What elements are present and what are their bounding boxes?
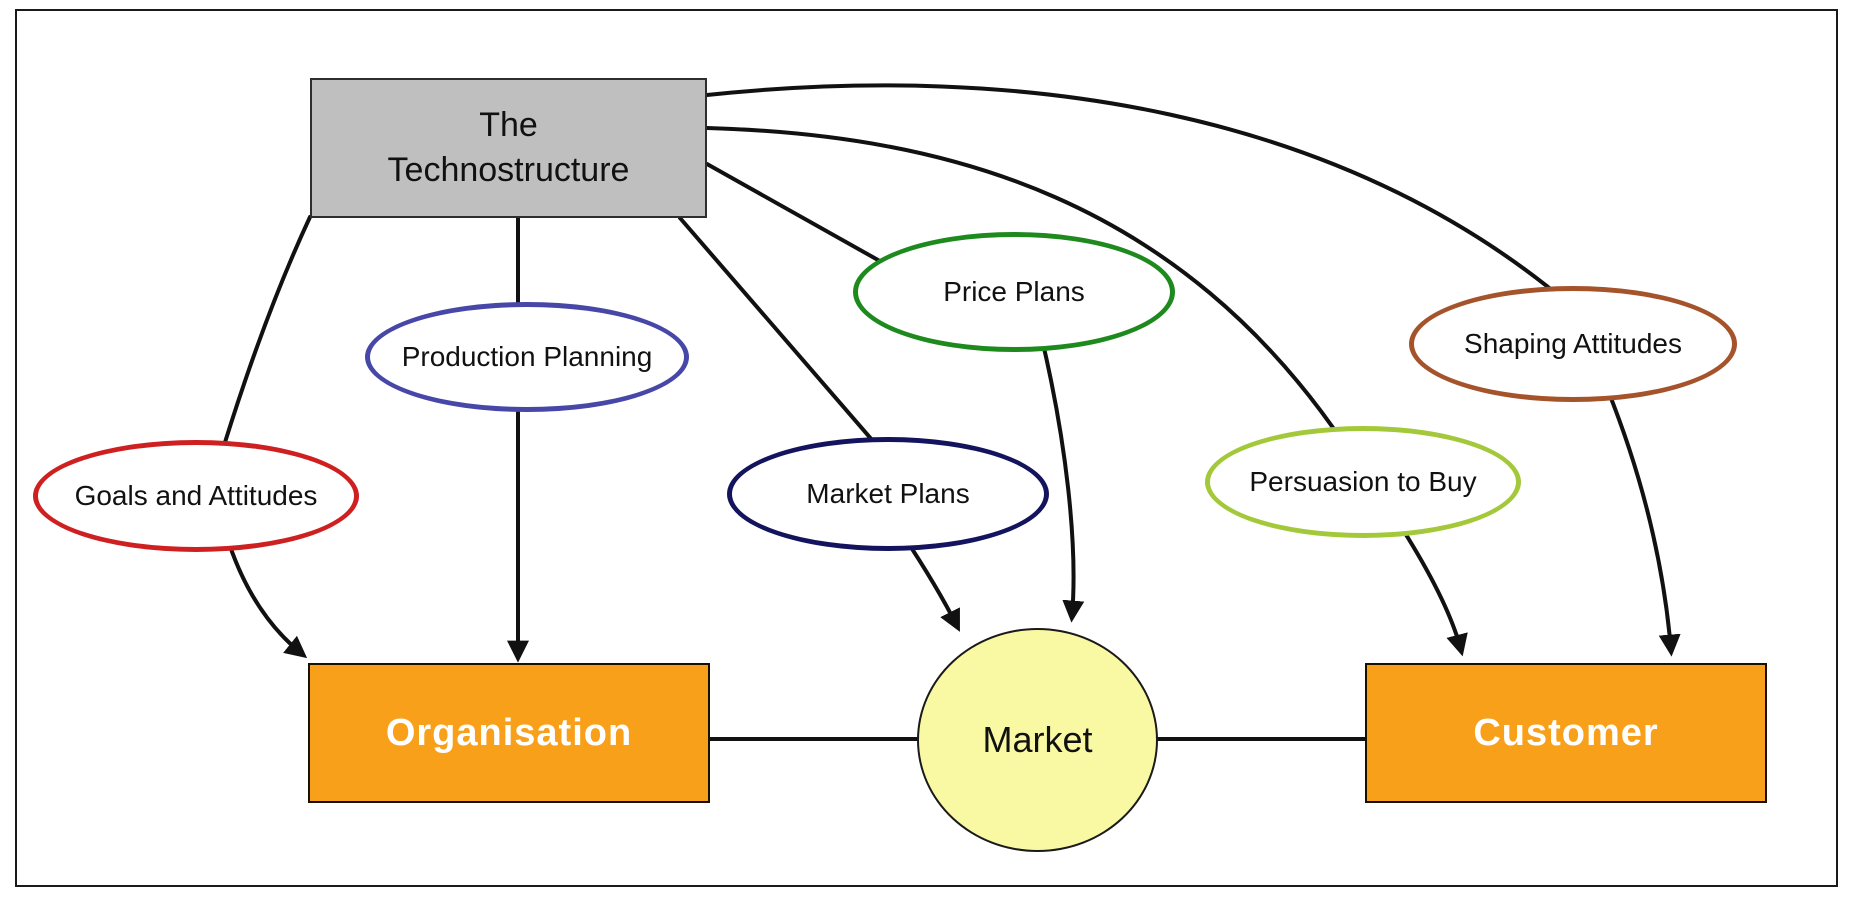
arrow-shaping-to-customer bbox=[1605, 386, 1681, 657]
production-planning-ellipse: Production Planning bbox=[365, 302, 689, 412]
market-plans-ellipse: Market Plans bbox=[727, 437, 1049, 551]
line-technostructure-to-market-plans bbox=[678, 216, 907, 480]
line-technostructure-to-goals bbox=[216, 215, 312, 467]
technostructure-line1: The bbox=[479, 106, 538, 145]
price-plans-ellipse: Price Plans bbox=[853, 232, 1175, 352]
market-label: Market bbox=[982, 719, 1093, 760]
customer-box: Customer bbox=[1365, 663, 1767, 803]
technostructure-label: The Technostructure bbox=[388, 103, 630, 193]
customer-label: Customer bbox=[1473, 711, 1659, 754]
production-planning-label: Production Planning bbox=[401, 341, 653, 372]
arrow-price-plans-to-market bbox=[1039, 333, 1085, 623]
shaping-attitudes-label: Shaping Attitudes bbox=[1464, 328, 1682, 359]
shaping-attitudes-ellipse: Shaping Attitudes bbox=[1409, 286, 1737, 402]
goals-and-attitudes-label: Goals and Attitudes bbox=[74, 480, 318, 511]
technostructure-line2: Technostructure bbox=[387, 151, 630, 189]
goals-and-attitudes-ellipse: Goals and Attitudes bbox=[33, 440, 359, 552]
arrow-persuasion-to-customer bbox=[1396, 520, 1468, 657]
organisation-box: Organisation bbox=[308, 663, 710, 803]
market-plans-label: Market Plans bbox=[806, 478, 970, 509]
arrow-goals-to-organisation bbox=[224, 532, 308, 659]
technostructure-box: The Technostructure bbox=[310, 78, 707, 218]
curve-technostructure-to-shaping bbox=[705, 83, 1572, 307]
outer-border bbox=[15, 9, 1838, 887]
price-plans-label: Price Plans bbox=[943, 276, 1085, 307]
organisation-label: Organisation bbox=[385, 711, 633, 754]
curve-technostructure-to-persuasion bbox=[705, 126, 1347, 447]
persuasion-to-buy-label: Persuasion to Buy bbox=[1249, 466, 1477, 497]
persuasion-to-buy-ellipse: Persuasion to Buy bbox=[1205, 426, 1521, 538]
market-circle: Market bbox=[917, 628, 1158, 852]
